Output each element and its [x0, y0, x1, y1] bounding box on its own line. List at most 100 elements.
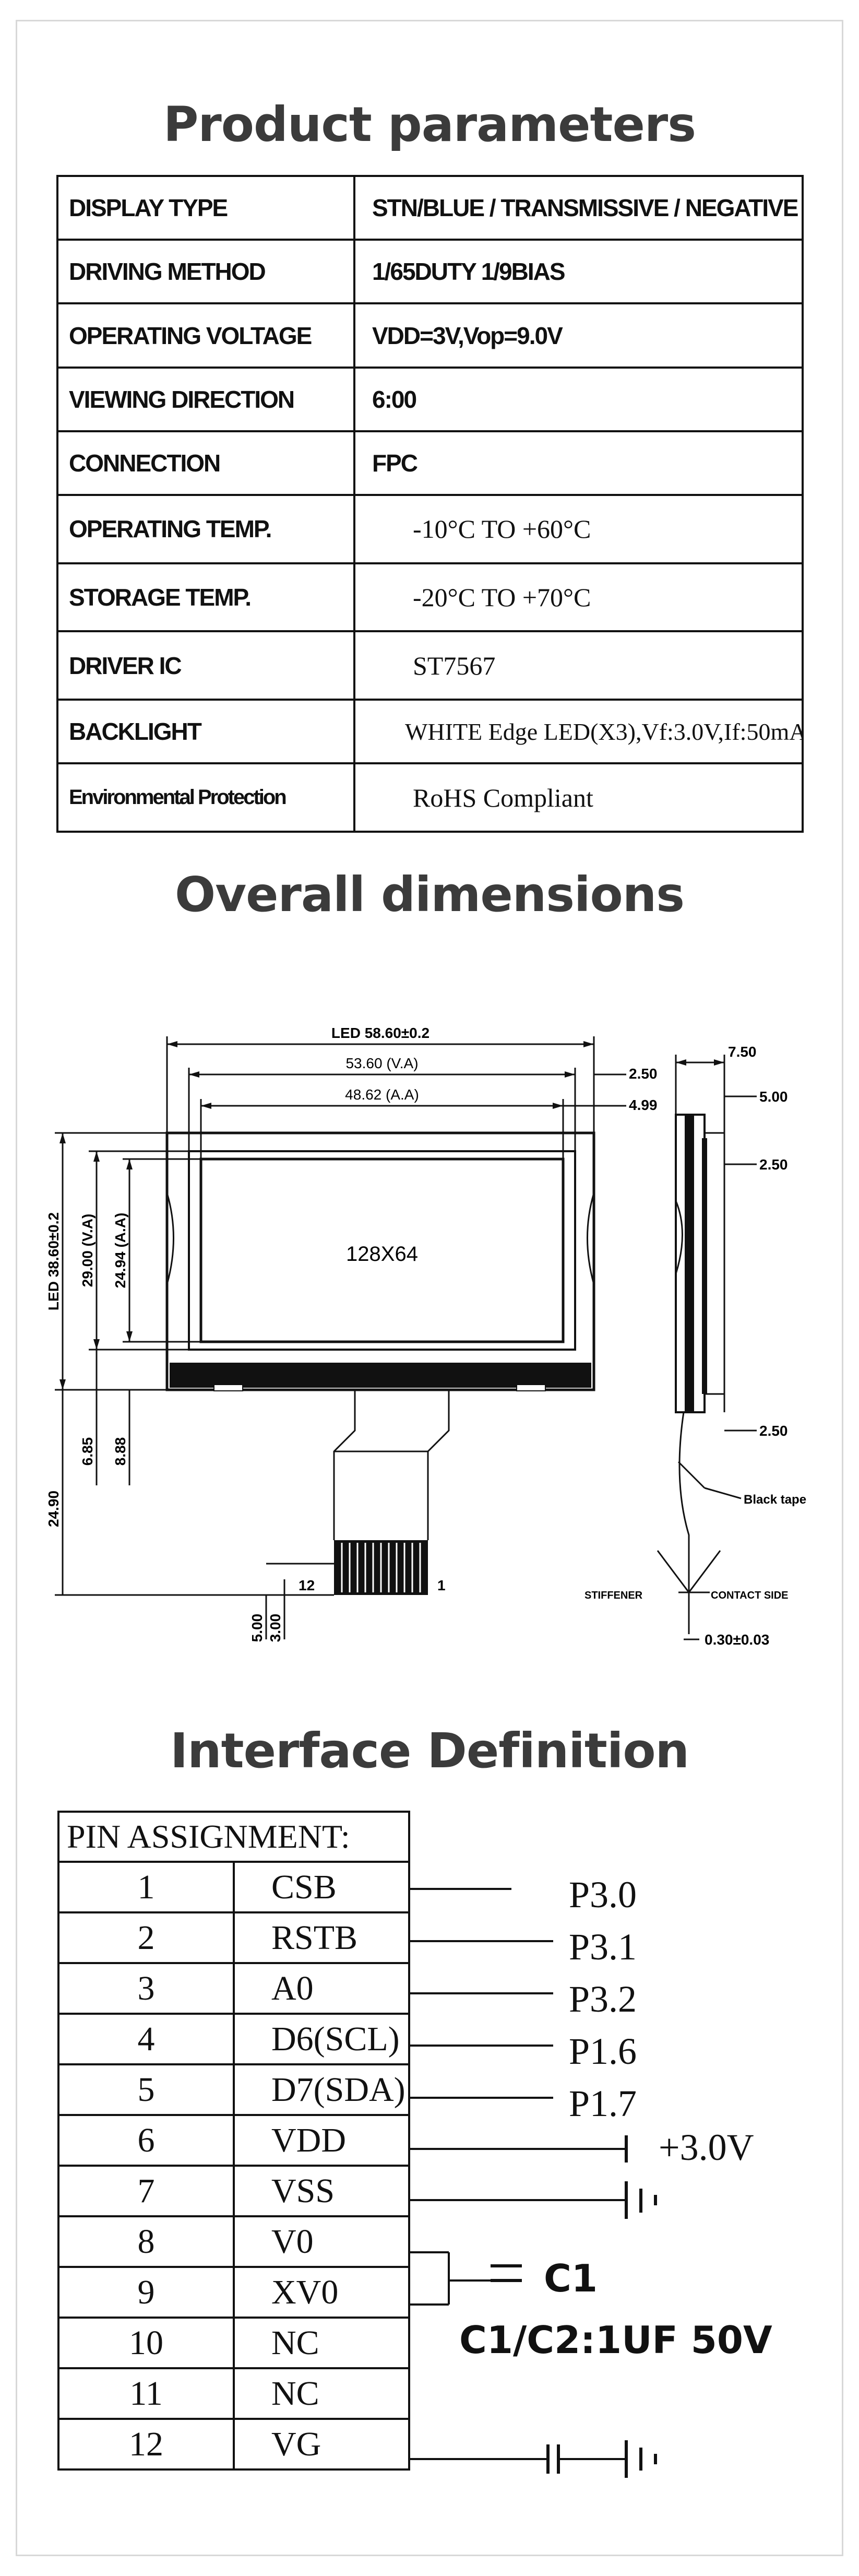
pin-name: VDD	[233, 2114, 410, 2167]
va-height-label: 29.00 (V.A)	[79, 1214, 96, 1287]
param-value: WHITE Edge LED(X3),Vf:3.0V,If:50mA	[353, 699, 804, 765]
black-tape-label: Black tape	[744, 1493, 806, 1507]
module-outline	[165, 1131, 595, 1391]
side-arc	[675, 1200, 683, 1274]
dim-888-label: 8.88	[112, 1437, 128, 1466]
pin-number: 5	[57, 2063, 235, 2116]
label-p16: P1.6	[569, 2030, 637, 2072]
dim-500-label: 5.00	[249, 1614, 265, 1643]
pin-number: 3	[57, 1962, 235, 2015]
param-value: VDD=3V,Vop=9.0V	[353, 302, 804, 369]
param-value: RoHS Compliant	[353, 762, 804, 833]
param-value: FPC	[353, 430, 804, 497]
param-row: CONNECTION FPC	[56, 430, 804, 497]
parameters-table: DISPLAY TYPE STN/BLUE / TRANSMISSIVE / N…	[56, 174, 804, 833]
param-row: OPERATING VOLTAGE VDD=3V,Vop=9.0V	[56, 302, 804, 369]
pin-name: RSTB	[233, 1911, 410, 1964]
param-value: 6:00	[353, 366, 804, 432]
display-label: 128X64	[346, 1243, 418, 1266]
pin-name: NC	[233, 2367, 410, 2420]
pin-name: CSB	[233, 1861, 410, 1913]
param-label: DRIVING METHOD	[56, 239, 355, 305]
param-row: DISPLAY TYPE STN/BLUE / TRANSMISSIVE / N…	[56, 174, 804, 241]
param-row: VIEWING DIRECTION 6:00	[56, 366, 804, 432]
pin-name: A0	[233, 1962, 410, 2015]
left-led-arc	[166, 1192, 174, 1285]
param-row: Environmental Protection RoHS Compliant	[56, 762, 804, 833]
pin-name: D6(SCL)	[233, 2013, 410, 2065]
param-label: OPERATING VOLTAGE	[56, 302, 355, 369]
side-fpc	[678, 1412, 690, 1634]
side-750-label: 7.50	[728, 1044, 757, 1060]
param-row: OPERATING TEMP. -10°C TO +60°C	[56, 494, 804, 564]
param-label: DRIVER IC	[56, 630, 355, 701]
wiring-diagram	[410, 1888, 657, 2478]
right-499-label: 4.99	[629, 1097, 658, 1113]
led-width-label: LED 58.60±0.2	[331, 1025, 430, 1041]
dim-2490-label: 24.90	[45, 1491, 62, 1527]
label-vdd: +3.0V	[659, 2126, 754, 2168]
right-led-arc	[587, 1192, 595, 1285]
param-value: 1/65DUTY 1/9BIAS	[353, 239, 804, 305]
interface-title: Interface Definition	[170, 1723, 689, 1779]
pin-name: D7(SDA)	[233, 2063, 410, 2116]
va-width-label: 53.60 (V.A)	[345, 1055, 418, 1071]
pin-number: 8	[57, 2215, 235, 2268]
pin-number: 4	[57, 2013, 235, 2065]
param-row: BACKLIGHT WHITE Edge LED(X3),Vf:3.0V,If:…	[56, 699, 804, 765]
pin1-label: 1	[437, 1577, 446, 1593]
label-p32: P3.2	[569, 1978, 637, 2020]
pin-number: 9	[57, 2266, 235, 2319]
pin-name: NC	[233, 2317, 410, 2369]
param-label: STORAGE TEMP.	[56, 562, 355, 633]
bottom-band	[170, 1363, 591, 1388]
side-250a-label: 2.50	[759, 1156, 788, 1173]
label-p31: P3.1	[569, 1926, 637, 1968]
led-height-label: LED 38.60±0.2	[45, 1212, 62, 1310]
param-label: CONNECTION	[56, 430, 355, 497]
viewing-area	[188, 1150, 576, 1351]
pin-number: 10	[57, 2317, 235, 2369]
thickness-label: 0.30±0.03	[705, 1632, 769, 1648]
label-p17: P1.7	[569, 2083, 637, 2124]
pin-number: 2	[57, 1911, 235, 1964]
param-value: ST7567	[353, 630, 804, 701]
label-p30: P3.0	[569, 1874, 637, 1916]
pin-number: 1	[57, 1861, 235, 1913]
label-cap-note: C1/C2:1UF 50V	[459, 2318, 772, 2362]
param-value: -20°C TO +70°C	[353, 562, 804, 633]
pin12-label: 12	[299, 1577, 315, 1593]
pin-name: VG	[233, 2418, 410, 2471]
pin-table-header: PIN ASSIGNMENT:	[57, 1811, 410, 1863]
param-label: VIEWING DIRECTION	[56, 366, 355, 432]
dim-685-label: 6.85	[79, 1437, 96, 1466]
param-value: -10°C TO +60°C	[353, 494, 804, 564]
param-label: DISPLAY TYPE	[56, 174, 355, 241]
pin-number: 6	[57, 2114, 235, 2167]
active-area	[199, 1157, 565, 1343]
label-c1: C1	[544, 2256, 598, 2300]
page-frame	[16, 20, 843, 2556]
pin-name: V0	[233, 2215, 410, 2268]
param-label: OPERATING TEMP.	[56, 494, 355, 564]
dimension-drawing: LED 58.60±0.2 53.60 (V.A) 48.62 (A.A) 2.…	[45, 1025, 806, 1648]
pin-name: XV0	[233, 2266, 410, 2319]
aa-width-label: 48.62 (A.A)	[345, 1086, 419, 1103]
param-row: DRIVER IC ST7567	[56, 630, 804, 701]
side-500-label: 5.00	[759, 1089, 788, 1105]
stiffener-label: STIFFENER	[584, 1590, 643, 1601]
dim-300-label: 3.00	[267, 1614, 283, 1643]
dims-title: Overall dimensions	[174, 867, 685, 923]
